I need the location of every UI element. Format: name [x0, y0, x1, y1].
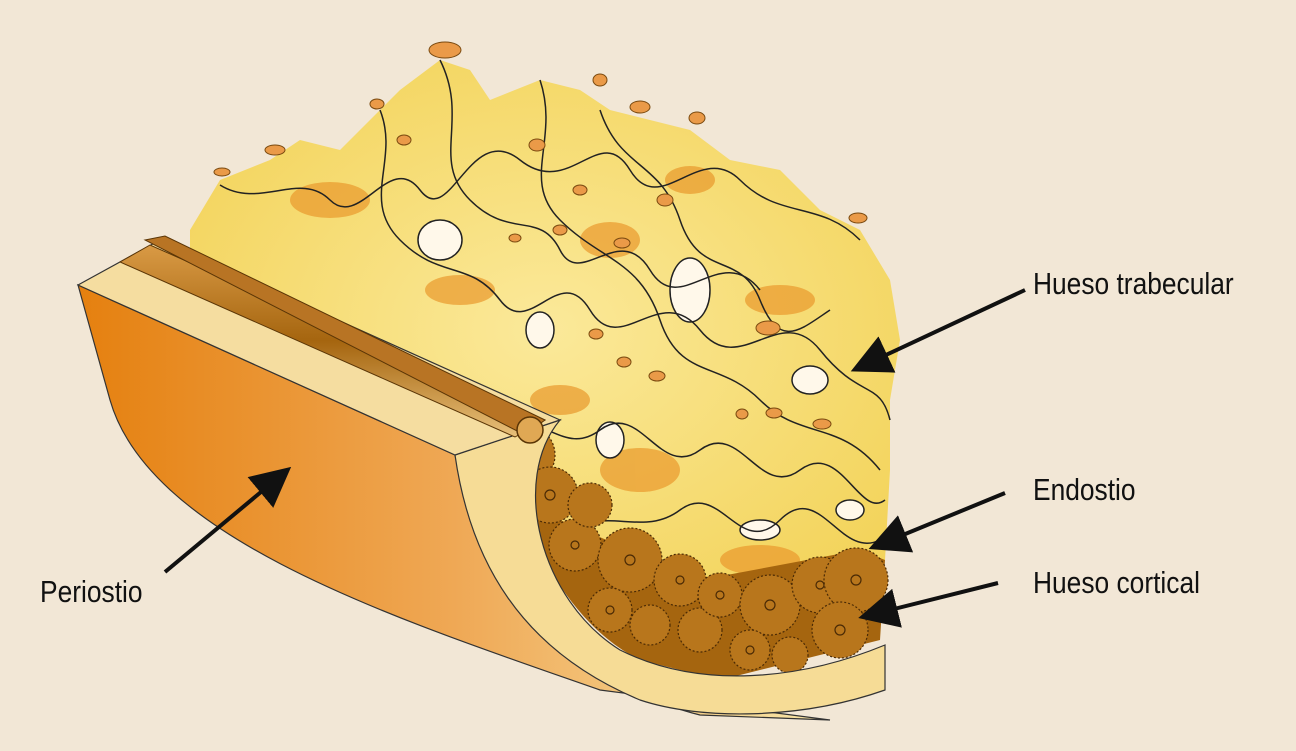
trabecular-dark-patches [290, 166, 815, 575]
vessel-end [516, 416, 544, 444]
label-endostio: Endostio [1033, 472, 1136, 507]
label-periostio: Periostio [40, 574, 143, 609]
osteons [494, 424, 889, 674]
trabecular-holes [417, 219, 865, 541]
trabecular-cut-ends [213, 41, 868, 430]
arrow-periostio [163, 466, 292, 574]
label-hueso-trabecular: Hueso trabecular [1033, 266, 1234, 301]
arrow-trabecular [850, 288, 1026, 373]
label-hueso-cortical: Hueso cortical [1033, 565, 1200, 600]
periosteum-vessel [143, 235, 546, 436]
arrow-endostio [868, 491, 1006, 553]
arrow-cortical [858, 581, 999, 628]
periosteum-cut-face [454, 418, 886, 715]
trabecular-strands [219, 59, 891, 544]
